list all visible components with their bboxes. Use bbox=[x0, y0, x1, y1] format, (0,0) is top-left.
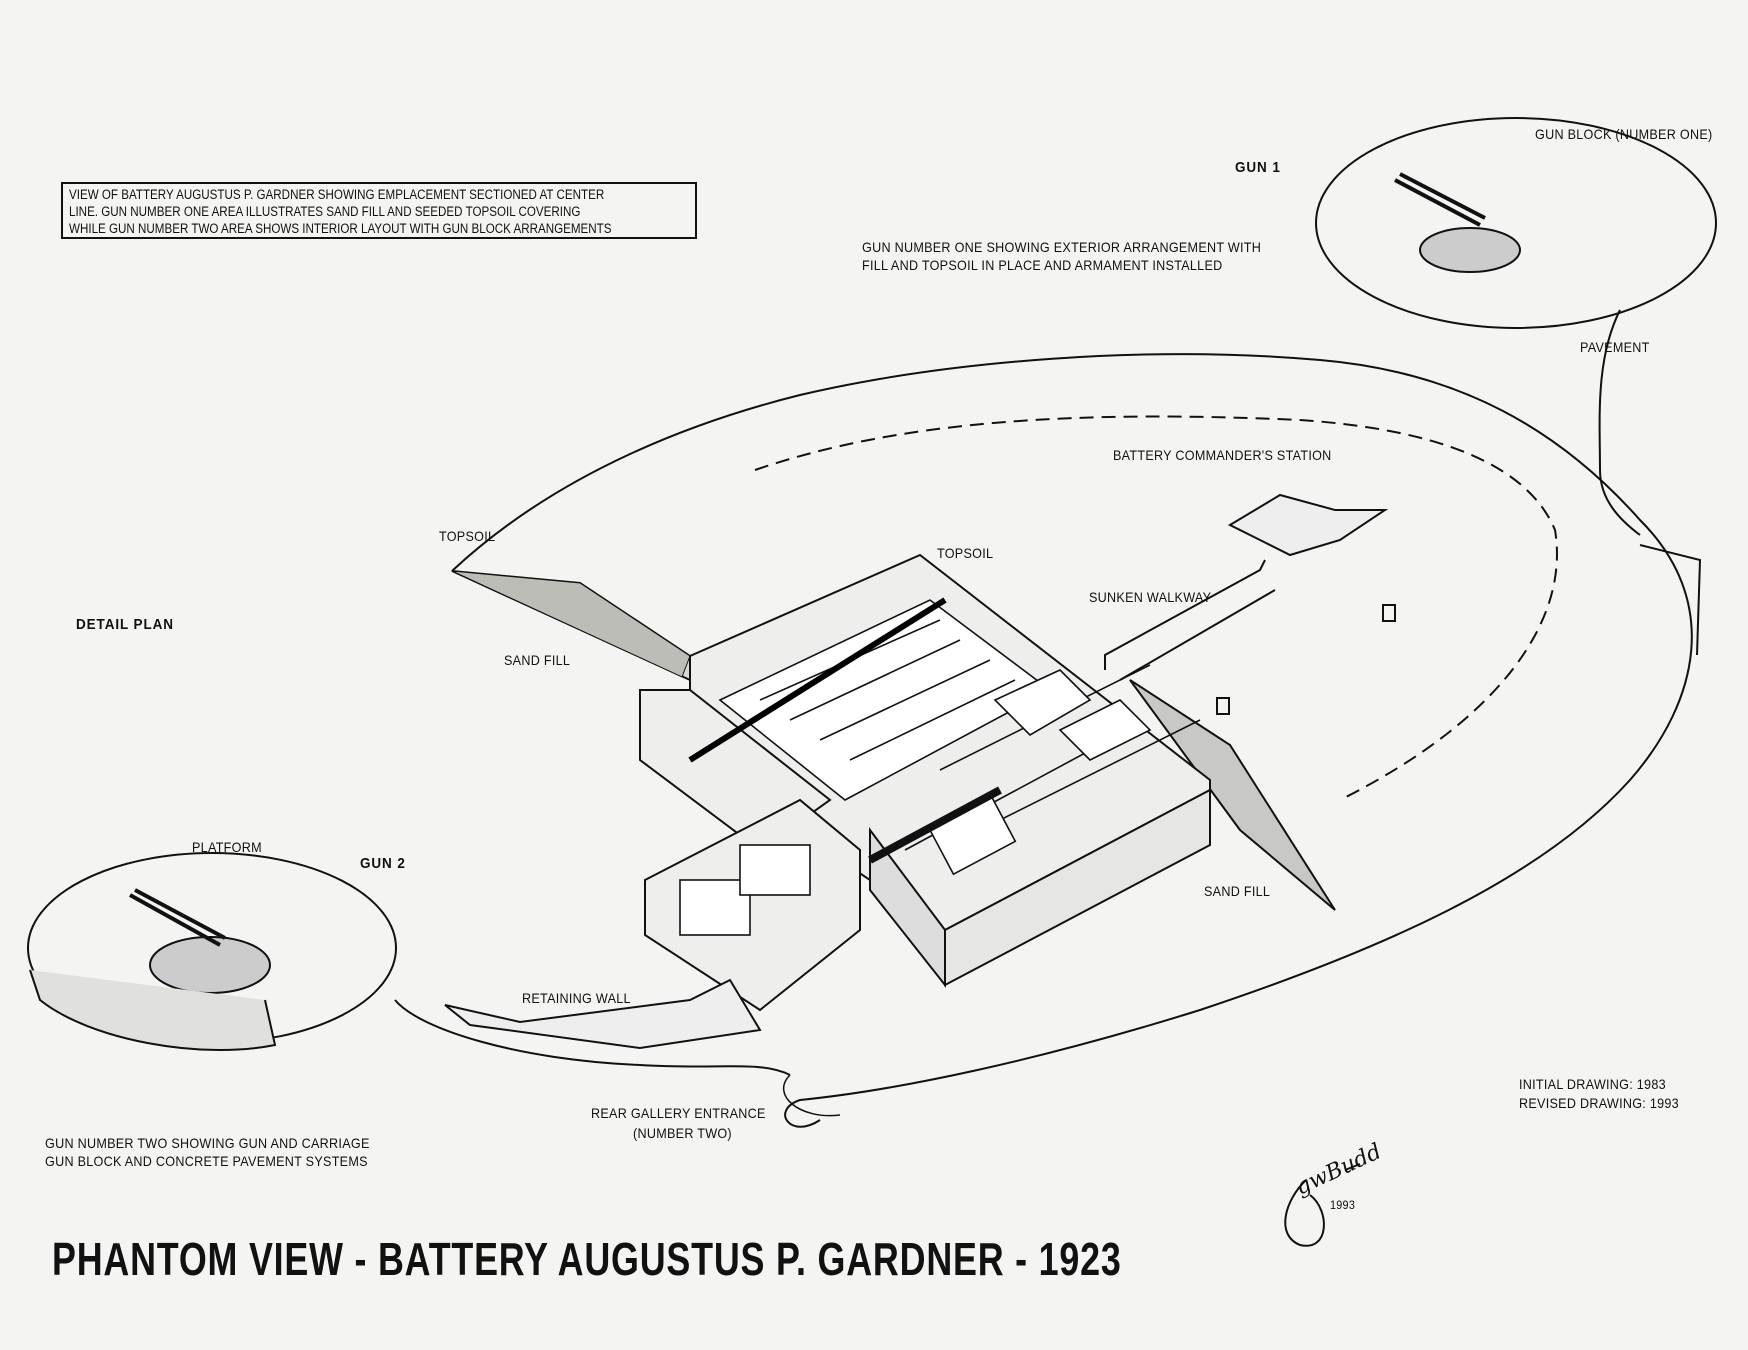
description-line: VIEW OF BATTERY AUGUSTUS P. GARDNER SHOW… bbox=[69, 187, 605, 202]
retaining-wall bbox=[444, 978, 762, 1050]
label-gun2-desc-2: GUN BLOCK AND CONCRETE PAVEMENT SYSTEMS bbox=[45, 1153, 368, 1169]
bunker-right-wall bbox=[944, 788, 1211, 987]
label-commander-station: BATTERY COMMANDER'S STATION bbox=[1113, 447, 1332, 463]
gun2-block bbox=[149, 936, 271, 994]
rear-gallery-grass bbox=[783, 1074, 841, 1117]
label-sunken-walkway: SUNKEN WALKWAY bbox=[1089, 589, 1212, 605]
label-gun1-desc-1: GUN NUMBER ONE SHOWING EXTERIOR ARRANGEM… bbox=[862, 239, 1262, 255]
sunken-walkway bbox=[1104, 559, 1276, 681]
signature-mark: gwBudd bbox=[1284, 1139, 1385, 1247]
description-line: LINE. GUN NUMBER ONE AREA ILLUSTRATES SA… bbox=[69, 204, 581, 219]
mound-right-edge bbox=[1639, 544, 1702, 656]
label-revised-drawing: REVISED DRAWING: 1993 bbox=[1519, 1095, 1679, 1111]
gun2-pit bbox=[29, 969, 277, 1051]
label-detail-plan: DETAIL PLAN bbox=[76, 616, 174, 633]
label-retaining-wall: RETAINING WALL bbox=[522, 990, 631, 1006]
label-rear-gallery-1: REAR GALLERY ENTRANCE bbox=[591, 1105, 766, 1121]
drawing-title: PHANTOM VIEW - BATTERY AUGUSTUS P. GARDN… bbox=[52, 1233, 1122, 1285]
vent-1 bbox=[1382, 604, 1396, 622]
pavement-path-gun2 bbox=[394, 999, 791, 1076]
description-line: WHILE GUN NUMBER TWO AREA SHOWS INTERIOR… bbox=[69, 221, 612, 236]
signature-year: 1993 bbox=[1330, 1198, 1356, 1212]
gallery-wing bbox=[644, 798, 861, 1012]
label-gun-block: GUN BLOCK (NUMBER ONE) bbox=[1535, 126, 1713, 142]
label-topsoil-center: TOPSOIL bbox=[937, 545, 994, 561]
gun2-barrel bbox=[129, 888, 226, 947]
pavement-path-gun1 bbox=[1598, 309, 1641, 536]
label-gun1-desc-2: FILL AND TOPSOIL IN PLACE AND ARMAMENT I… bbox=[862, 257, 1223, 273]
label-initial-drawing: INITIAL DRAWING: 1983 bbox=[1519, 1076, 1666, 1092]
description-box: VIEW OF BATTERY AUGUSTUS P. GARDNER SHOW… bbox=[61, 182, 697, 239]
svg-text:gwBudd: gwBudd bbox=[1292, 1139, 1385, 1200]
gun1-block bbox=[1419, 227, 1521, 273]
earth-mound-outline bbox=[451, 353, 1693, 1128]
label-sand-fill-right: SAND FILL bbox=[1204, 883, 1271, 899]
label-topsoil-left: TOPSOIL bbox=[439, 528, 496, 544]
commander-station bbox=[1227, 493, 1389, 557]
label-sand-fill-left: SAND FILL bbox=[504, 652, 571, 668]
gun1-barrel bbox=[1394, 172, 1486, 227]
interior-rooms bbox=[679, 597, 1201, 936]
gun1-pavement-circle bbox=[1315, 117, 1717, 329]
label-gun2: GUN 2 bbox=[360, 855, 406, 872]
label-gun2-desc-1: GUN NUMBER TWO SHOWING GUN AND CARRIAGE bbox=[45, 1135, 370, 1151]
label-gun1: GUN 1 bbox=[1235, 159, 1281, 176]
label-rear-gallery-2: (NUMBER TWO) bbox=[633, 1125, 732, 1141]
sand-fill-left bbox=[451, 570, 691, 678]
label-pavement: PAVEMENT bbox=[1580, 339, 1650, 355]
label-platform: PLATFORM bbox=[192, 839, 262, 855]
vent-2 bbox=[1216, 697, 1230, 715]
